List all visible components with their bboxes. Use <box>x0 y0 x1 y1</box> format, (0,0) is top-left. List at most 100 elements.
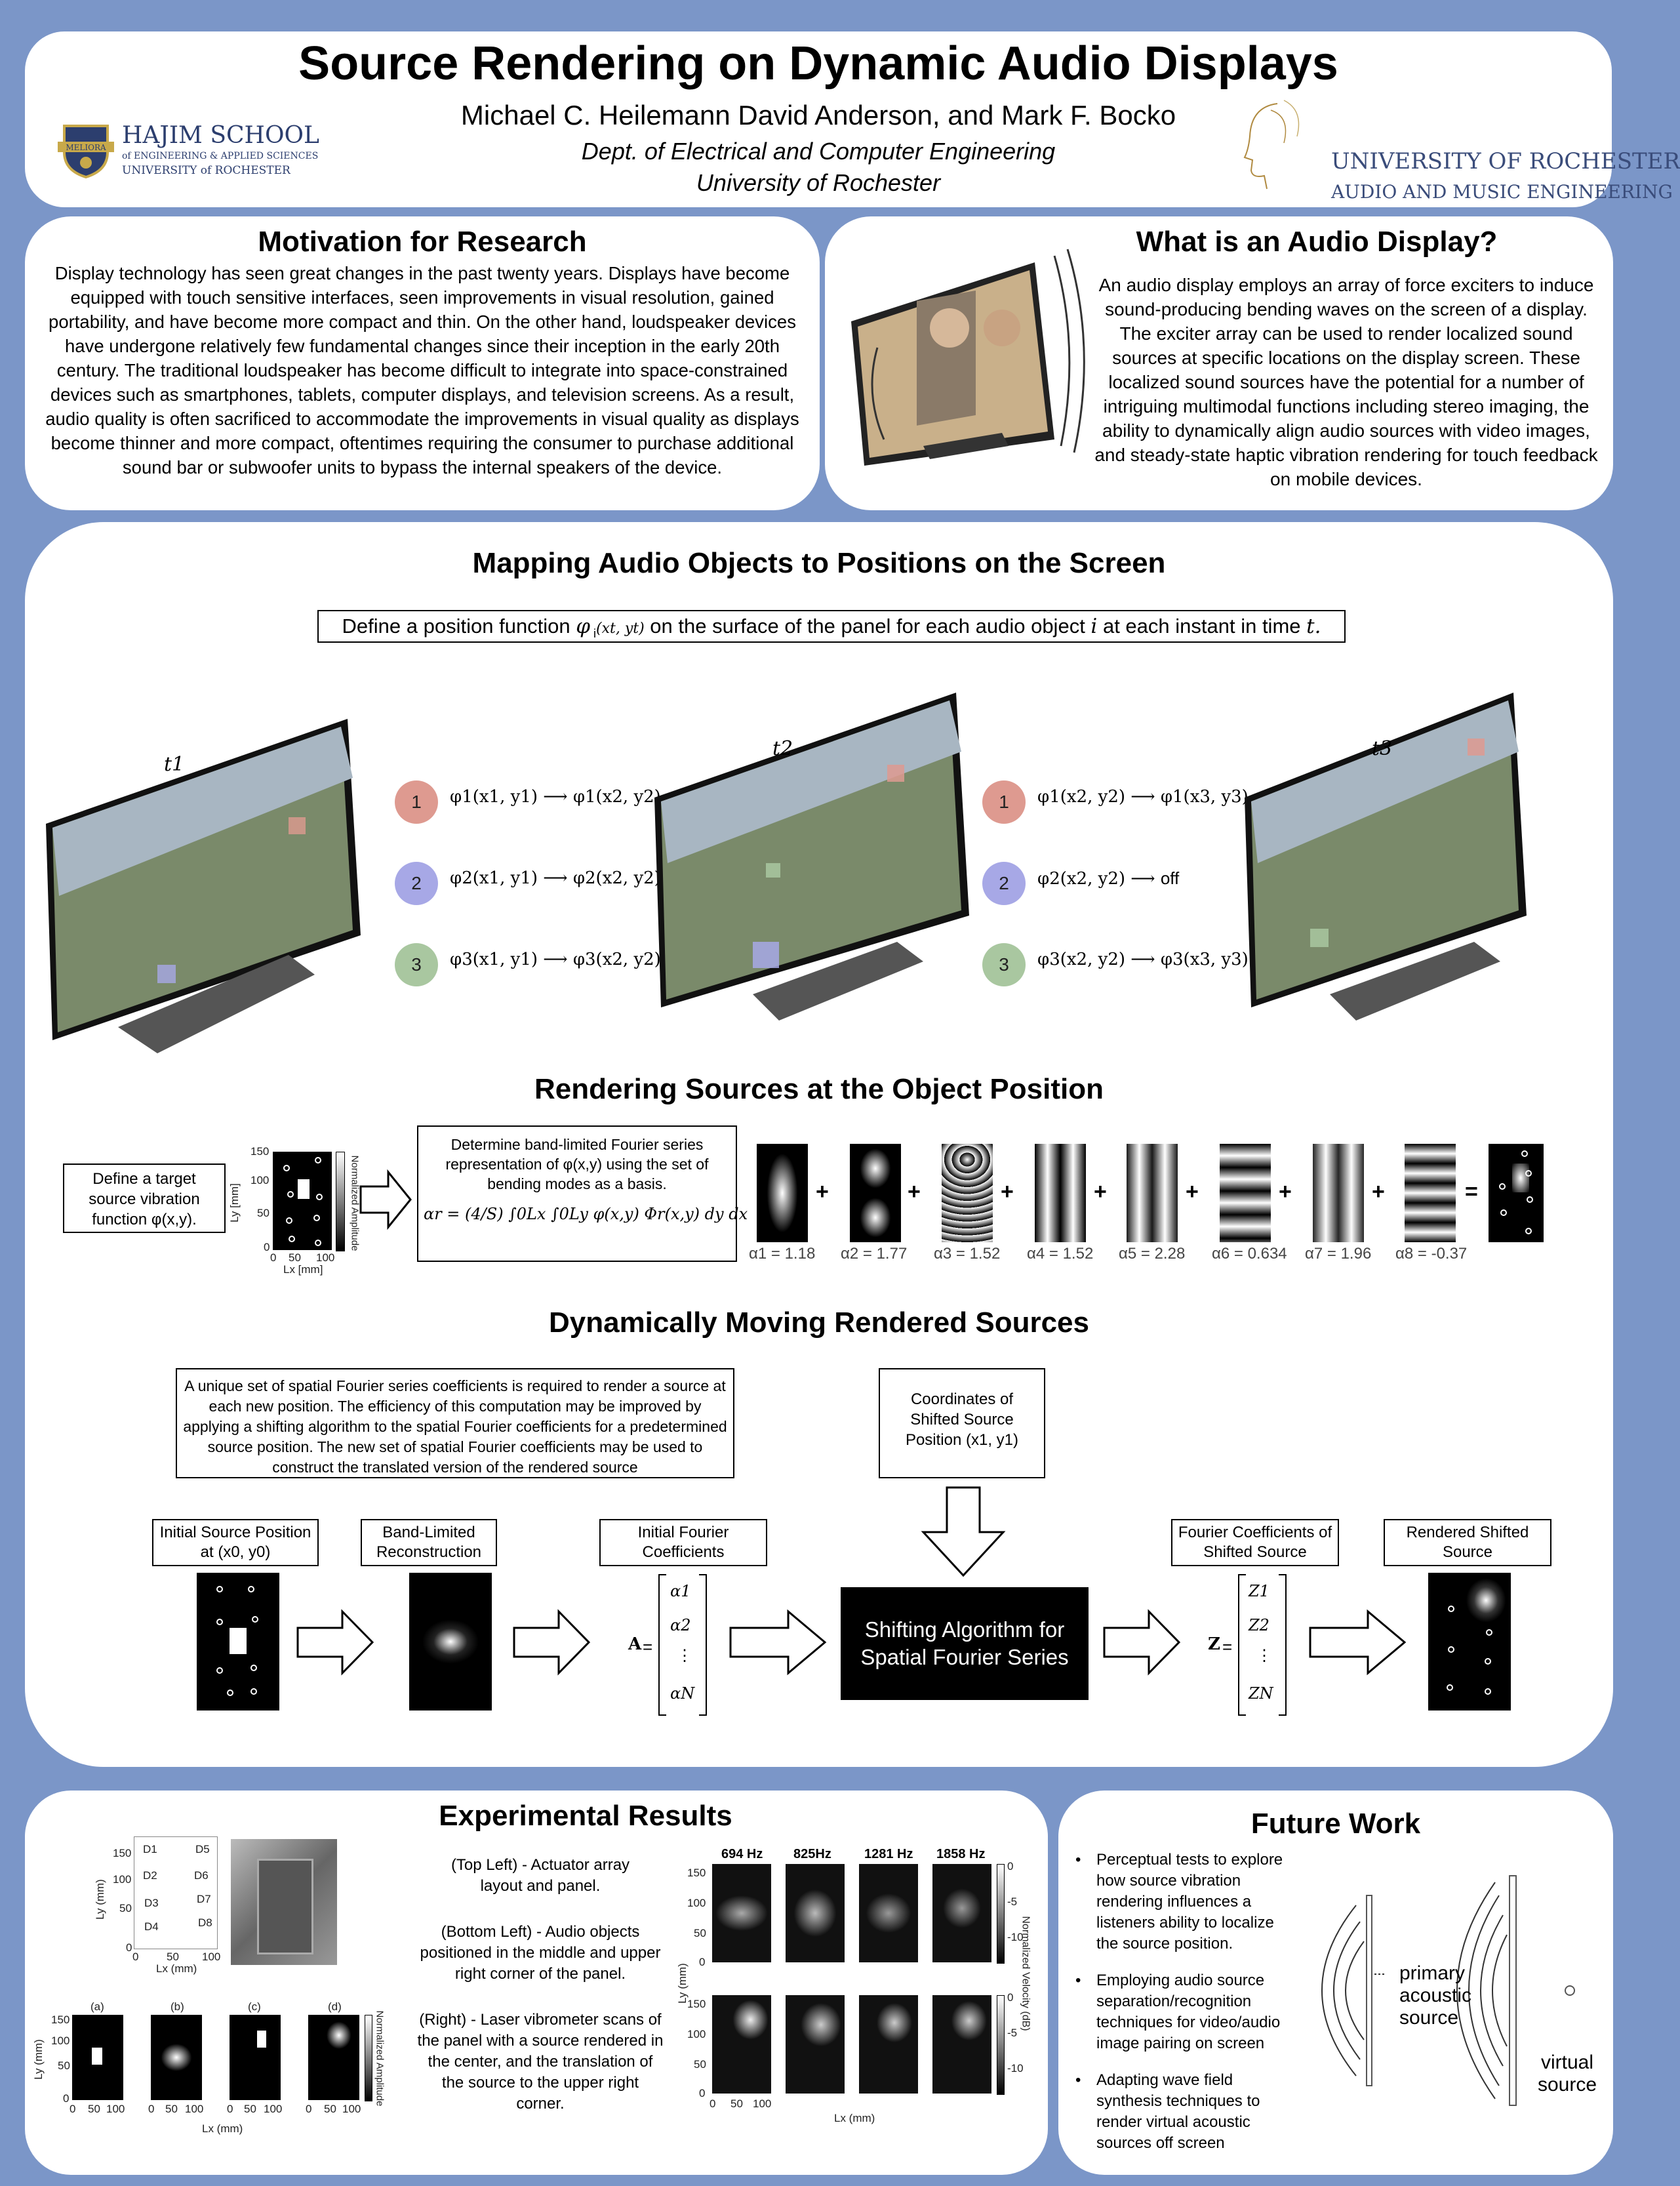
mode-4 <box>1035 1144 1086 1242</box>
small-plot-d <box>308 2015 359 2100</box>
alpha-5: α5 = 2.28 <box>1119 1245 1186 1263</box>
target-cbar-label: Normalized Amplitude <box>349 1155 361 1251</box>
layout-xlabel: Lx (mm) <box>156 1962 197 1975</box>
coords-box: Coordinates of Shifted Source Position (… <box>879 1368 1045 1478</box>
mode-1 <box>757 1144 808 1242</box>
flow-arrow-1 <box>296 1609 374 1676</box>
small-plot-b <box>151 2015 202 2100</box>
ame-line2: AUDIO AND MUSIC ENGINEERING <box>1331 181 1673 203</box>
band-limited-image <box>409 1573 492 1710</box>
panel-photo <box>231 1839 337 1965</box>
experimental-panel: Experimental Results D1 D5 D2 D6 D3 D7 D… <box>25 1791 1048 2175</box>
initial-source-image <box>197 1573 279 1710</box>
wave-field-diagram <box>1321 1875 1575 2106</box>
vib-row1-c4 <box>932 1864 991 1962</box>
hajim-line1: HAJIM SCHOOL <box>122 122 319 149</box>
hajim-line2: of ENGINEERING & APPLIED SCIENCES <box>122 151 319 161</box>
object-1-map-2: φ1(x2, y2) ⟶ φ1(x3, y3) <box>1037 787 1249 807</box>
mode-6 <box>1220 1144 1271 1242</box>
object-3-marker: 3 <box>395 943 438 986</box>
arrow-down <box>921 1486 1006 1577</box>
vib-row2-c3 <box>859 1995 918 2094</box>
alpha-4: α4 = 1.52 <box>1027 1245 1094 1263</box>
future-work-title: Future Work <box>1250 1808 1421 1840</box>
mode-8 <box>1405 1144 1456 1242</box>
object-2-marker-2: 2 <box>982 862 1026 905</box>
tv-frame-t2 <box>654 693 969 1021</box>
target-plot: 150 100 50 0 0 50 100 Lx [mm] Ly [mm] No… <box>228 1145 361 1276</box>
mapping-title: Mapping Audio Objects to Positions on th… <box>472 547 1166 579</box>
tv-frame-t1 <box>46 719 361 1053</box>
alpha-2: α2 = 1.77 <box>841 1245 908 1263</box>
audio-display-text: An audio display employs an array of for… <box>1094 275 1598 489</box>
alpha-1: α1 = 1.18 <box>749 1245 816 1263</box>
fourier-box: Determine band-limited Fourier series re… <box>417 1125 748 1262</box>
vib-row1-c2 <box>786 1864 845 1962</box>
label-shifted-coeff: Fourier Coefficients of Shifted Source <box>1171 1519 1339 1566</box>
caption-bottom-left: (Bottom Left) - Audio objects positioned… <box>420 1923 661 1983</box>
header-panel: Source Rendering on Dynamic Audio Displa… <box>25 31 1680 207</box>
rendering-title: Rendering Sources at the Object Position <box>534 1073 1104 1105</box>
university: University of Rochester <box>696 169 941 196</box>
label-initial-position: Initial Source Position at (x0, y0) <box>152 1519 319 1566</box>
motivation-text: Display technology has seen great change… <box>45 263 799 477</box>
vib-xlabel: Lx (mm) <box>834 2112 875 2124</box>
vib-cbar-bottom <box>997 1995 1005 2095</box>
target-ylabel: Ly [mm] <box>228 1183 241 1223</box>
future-bullet-2: Employing audio source separation/recogn… <box>1073 1970 1296 2054</box>
method-panel: Mapping Audio Objects to Positions on th… <box>25 522 1613 1767</box>
vector-a: A = α1 α2 ⋮ αN <box>628 1574 733 1716</box>
alpha-3: α3 = 1.52 <box>934 1245 1001 1263</box>
future-bullet-3: Adapting wave field synthesis techniques… <box>1073 2070 1296 2154</box>
target-xlabel: Lx [mm] <box>283 1263 323 1276</box>
vib-cbar-label: Normalized Velocity (dB) <box>1020 1916 1031 2031</box>
vector-z: Z = Z1 Z2 ⋮ ZN <box>1208 1574 1313 1716</box>
small-ylabel: Ly (mm) <box>31 2039 45 2080</box>
tv-frame-t3 <box>1245 693 1527 1021</box>
department: Dept. of Electrical and Computer Enginee… <box>581 138 1056 165</box>
virtual-source-label: virtual source <box>1537 2052 1597 2095</box>
future-bullets: Perceptual tests to explore how source v… <box>1073 1850 1296 2170</box>
target-plot-area <box>273 1152 332 1250</box>
small-colorbar <box>365 2015 372 2101</box>
time-label-t3: t3 <box>1372 737 1393 760</box>
mode-result <box>1489 1144 1544 1242</box>
object-2-map: φ2(x1, y1) ⟶ φ2(x2, y2) <box>450 868 661 888</box>
seal-icon: MELIORA <box>58 125 114 179</box>
alpha-6: α6 = 0.634 <box>1212 1245 1287 1263</box>
primary-source-label: primary acoustic source <box>1399 1962 1472 2029</box>
vib-ylabel: Ly (mm) <box>675 1963 689 2004</box>
shifting-algorithm-box: Shifting Algorithm for Spatial Fourier S… <box>841 1587 1089 1700</box>
vib-row1-c1 <box>712 1864 771 1962</box>
vib-cbar-top <box>997 1864 1005 1964</box>
object-1-map: φ1(x1, y1) ⟶ φ1(x2, y2) <box>450 787 661 807</box>
object-3-map: φ3(x1, y1) ⟶ φ3(x2, y2) <box>450 950 661 969</box>
audio-display-panel: What is an Audio Display? An audio displ… <box>825 216 1613 510</box>
flow-arrow-2 <box>513 1609 591 1676</box>
ame-logo: UNIVERSITY OF ROCHESTER AUDIO AND MUSIC … <box>1238 97 1680 203</box>
object-1-marker-2: 1 <box>982 780 1026 824</box>
hajim-logo: MELIORA HAJIM SCHOOL of ENGINEERING & AP… <box>56 117 332 182</box>
fourier-text: Determine band-limited Fourier series re… <box>445 1136 709 1192</box>
authors: Michael C. Heilemann David Anderson, and… <box>460 100 1176 131</box>
mode-7 <box>1313 1144 1364 1242</box>
listener-head-icon <box>1243 100 1300 190</box>
alpha-8: α8 = -0.37 <box>1395 1245 1468 1263</box>
time-label-t1: t1 <box>164 753 185 776</box>
future-bullet-1: Perceptual tests to explore how source v… <box>1073 1850 1296 1954</box>
alpha-7: α7 = 1.96 <box>1305 1245 1372 1263</box>
label-initial-coeff: Initial Fourier Coefficients <box>599 1519 767 1566</box>
object-3-marker-2: 3 <box>982 943 1026 986</box>
caption-right: (Right) - Laser vibrometer scans of the … <box>417 2011 664 2113</box>
object-1-marker: 1 <box>395 780 438 824</box>
layout-ylabel: Ly (mm) <box>93 1879 106 1920</box>
rendered-shifted-image <box>1428 1573 1511 1710</box>
motivation-panel: Motivation for Research Display technolo… <box>25 216 820 510</box>
svg-text:MELIORA: MELIORA <box>66 143 106 152</box>
vib-row2-c4 <box>932 1995 991 2094</box>
vib-row2-c2 <box>786 1995 845 2094</box>
vib-row2-c1 <box>712 1995 771 2094</box>
caption-top-left: (Top Left) - Actuator array layout and p… <box>450 1856 630 1895</box>
object-2-map-2: φ2(x2, y2) ⟶ off <box>1037 868 1180 889</box>
moving-title: Dynamically Moving Rendered Sources <box>548 1306 1090 1339</box>
